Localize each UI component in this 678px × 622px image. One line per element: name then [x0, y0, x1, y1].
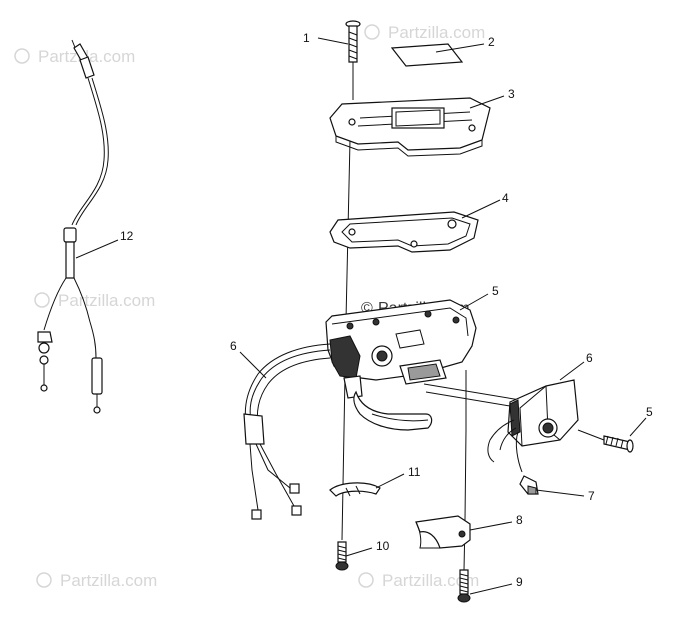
handlebar-clamp	[415, 515, 471, 549]
callout-5-housing: 5	[492, 284, 499, 298]
callout-4: 4	[502, 191, 509, 205]
callout-3: 3	[508, 87, 515, 101]
screw-bottom-left	[335, 541, 349, 571]
callout-2: 2	[488, 35, 495, 49]
screw-bottom-right	[457, 569, 471, 603]
watermark-bottom-left: Partzilla.com	[36, 571, 157, 590]
screw-top	[345, 20, 361, 63]
callout-6-harness: 6	[230, 339, 237, 353]
callout-1: 1	[303, 31, 310, 45]
callout-6-switch: 6	[586, 351, 593, 365]
watermark-mid-left: Partzilla.com	[34, 291, 155, 310]
retainer-clip	[329, 482, 381, 497]
callout-8: 8	[516, 513, 523, 527]
gasket	[329, 211, 479, 253]
callout-7: 7	[588, 489, 595, 503]
callout-5-screw: 5	[646, 405, 653, 419]
throttle-cable-assembly	[37, 39, 109, 414]
callout-12: 12	[120, 229, 134, 243]
watermark-text: Partzilla.com	[60, 571, 157, 590]
wire-harness-left	[243, 343, 331, 520]
watermark-top-right: Partzilla.com	[364, 23, 485, 42]
screw-right	[577, 429, 634, 453]
decal	[390, 43, 464, 67]
watermark-text: Partzilla.com	[388, 23, 485, 42]
cover-plate	[329, 97, 491, 157]
throttle-housing	[325, 299, 523, 431]
callout-10: 10	[376, 539, 390, 553]
leader-lines	[75, 37, 647, 595]
callout-labels: 1 2 3 4 5 6 6 5 7 8 9 10 11 12	[120, 31, 653, 589]
callout-9: 9	[516, 575, 523, 589]
watermark-bottom-right: Partzilla.com	[358, 571, 479, 590]
callout-11: 11	[408, 465, 421, 479]
watermark-text: Partzilla.com	[58, 291, 155, 310]
switch-housing-right	[487, 379, 579, 495]
watermark-text: Partzilla.com	[382, 571, 479, 590]
